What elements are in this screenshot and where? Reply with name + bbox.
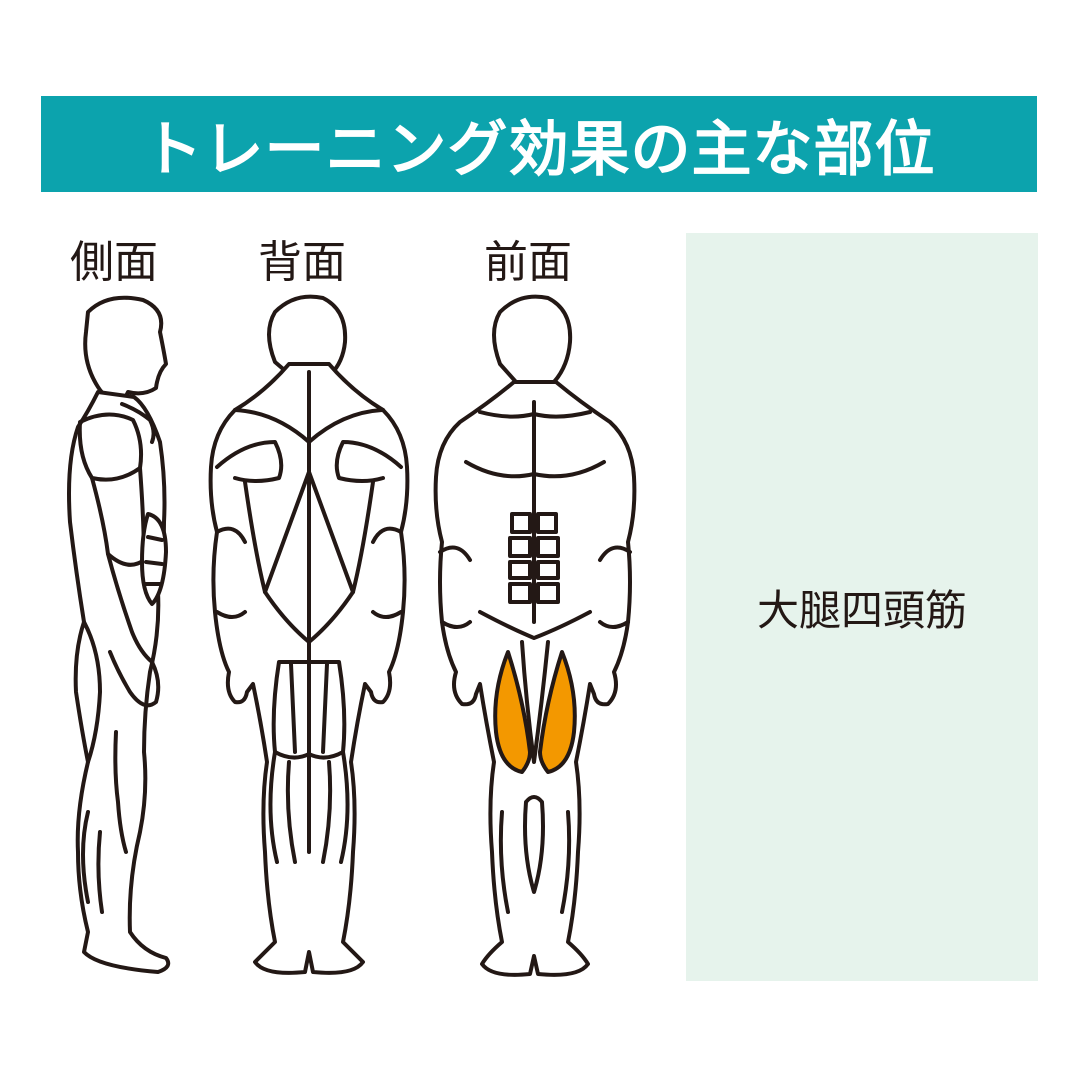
right-quadriceps-highlight [538, 650, 577, 774]
side-view-label: 側面 [70, 237, 158, 288]
back-view-figure [205, 292, 415, 982]
title-banner: トレーニング効果の主な部位 [41, 96, 1037, 192]
back-body-icon [208, 294, 410, 975]
page-title: トレーニング効果の主な部位 [142, 114, 936, 185]
front-view-figure [430, 292, 640, 982]
side-view-figure [48, 292, 188, 982]
front-body-icon [433, 294, 637, 977]
side-body-icon [67, 295, 171, 974]
left-quadriceps-highlight [493, 650, 532, 774]
back-view-label: 背面 [258, 237, 346, 288]
muscle-info-panel: 大腿四頭筋 [686, 233, 1038, 981]
muscle-name-label: 大腿四頭筋 [756, 585, 967, 635]
front-view-label: 前面 [484, 237, 572, 288]
